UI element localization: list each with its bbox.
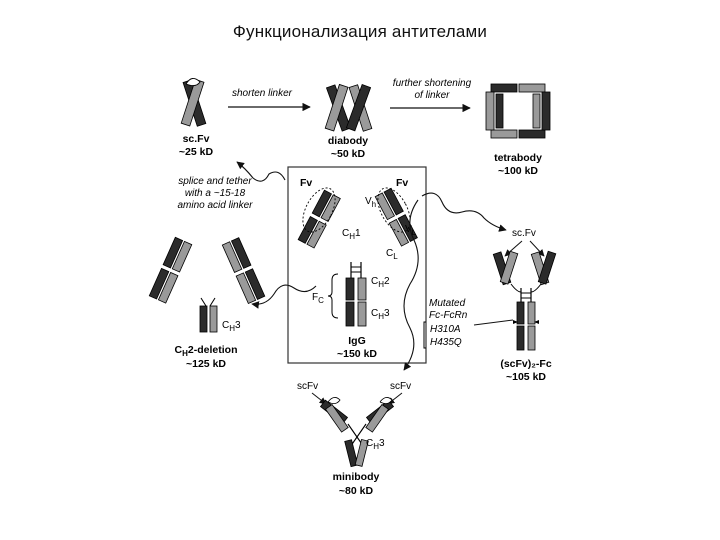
splice-label-1: splice and tether xyxy=(178,176,252,187)
scfv2fc-molecule xyxy=(492,250,557,351)
minibody-label: minibody xyxy=(333,471,380,483)
ch1-label: CH1 xyxy=(342,228,361,241)
minibody-ch3-label: CH3 xyxy=(366,438,385,451)
scfv-molecule xyxy=(180,78,207,127)
mutation-h310a: H310A xyxy=(430,324,461,335)
igg-size: ~150 kD xyxy=(337,348,377,360)
tetrabody-molecule xyxy=(485,83,551,139)
scfv2fc-pointer-right xyxy=(529,240,545,257)
minibody-arrow xyxy=(403,199,419,371)
vh-label: Vh xyxy=(365,196,376,209)
scfv-size: ~25 kD xyxy=(179,146,214,158)
igg-box xyxy=(287,166,427,364)
minibody-size: ~80 kD xyxy=(339,485,374,497)
mutation-bracket xyxy=(423,321,426,349)
fv-left-label: Fv xyxy=(300,177,312,189)
mutated-label-1: Mutated xyxy=(429,298,466,309)
diabody-label: diabody xyxy=(328,135,368,147)
scfv2fc-size: ~105 kD xyxy=(506,371,546,383)
diabody-molecule xyxy=(324,83,373,132)
mutation-pointer xyxy=(473,319,514,326)
vl-label: VL xyxy=(405,224,417,237)
further-shortening-label-2: of linker xyxy=(414,90,450,101)
scfv2fc-scfv-label: sc.Fv xyxy=(512,228,536,239)
ch2del-ch3-label: CH3 xyxy=(222,320,241,333)
igg-molecule xyxy=(297,187,418,327)
minibody-scfv-right-label: scFv xyxy=(390,381,411,392)
ch2del-size: ~125 kD xyxy=(186,358,226,370)
splice-label-3: amino acid linker xyxy=(177,200,253,211)
minibody-scfv-left-label: scFv xyxy=(297,381,318,392)
minibody-molecule xyxy=(319,397,395,468)
ch2-deletion-arrow xyxy=(251,284,317,309)
mutation-h435q: H435Q xyxy=(430,337,462,348)
tetrabody-label: tetrabody xyxy=(494,152,542,164)
ch2-label: CH2 xyxy=(371,276,390,289)
splice-tether-arrow xyxy=(236,161,286,182)
diabody-size: ~50 kD xyxy=(331,148,366,160)
slide-title: Функционализация антителами xyxy=(232,22,488,41)
further-shortening-label-1: further shortening xyxy=(393,78,472,89)
fv-right-label: Fv xyxy=(396,177,408,189)
mutated-label-2: Fc-FcRn xyxy=(429,310,468,321)
cl-label: CL xyxy=(386,248,398,261)
scfv2fc-pointer-left xyxy=(504,240,523,257)
splice-label-2: with a ~15-18 xyxy=(185,188,246,199)
igg-label: IgG xyxy=(348,335,366,347)
scfv2fc-arrow xyxy=(421,192,507,232)
shorten-linker-label: shorten linker xyxy=(232,88,293,99)
fc-label: FC xyxy=(312,292,324,305)
ch2-deletion-molecule xyxy=(148,236,266,333)
scfv2fc-label: (scFv)₂-Fc xyxy=(500,358,552,370)
tetrabody-size: ~100 kD xyxy=(498,165,538,177)
scfv-label: sc.Fv xyxy=(183,133,210,145)
ch3-label: CH3 xyxy=(371,308,390,321)
ch2del-label: CH2-deletion xyxy=(175,344,238,358)
